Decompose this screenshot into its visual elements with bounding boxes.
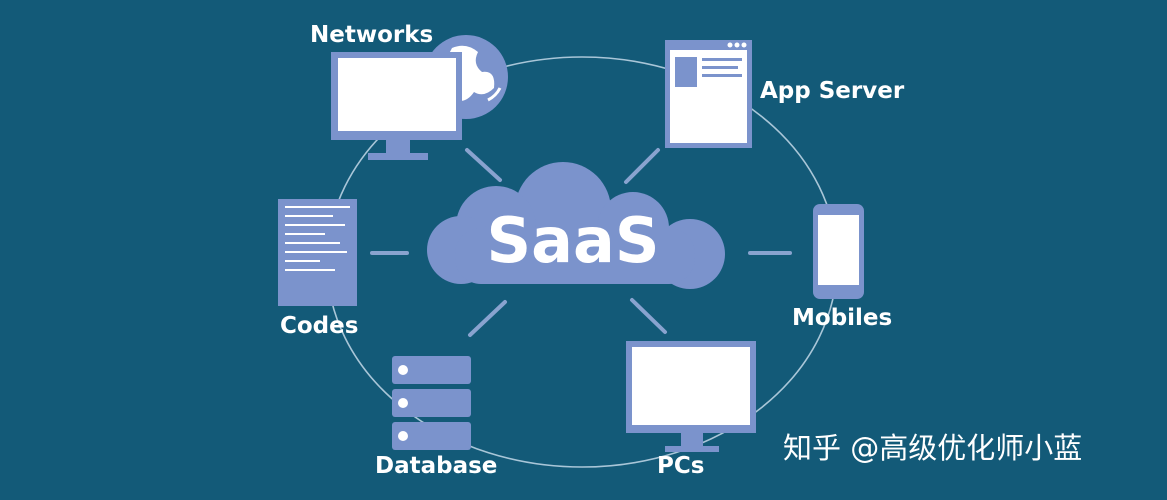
mobile-phone-icon [813,204,864,299]
watermark-text: 知乎 @高级优化师小蓝 [783,431,1083,465]
connector-networks [465,148,502,182]
saas-label: SaaS [487,204,660,277]
connectors [370,148,792,337]
label-pcs: PCs [657,453,705,479]
connector-database [468,300,507,337]
label-app-server: App Server [760,78,905,104]
pc-monitor-icon [626,341,756,452]
app-server-window-icon [665,40,752,148]
database-server-icon [392,356,471,450]
code-document-icon [278,199,357,306]
label-database: Database [375,453,498,479]
label-networks: Networks [310,22,434,48]
networks-monitor-icon [331,52,462,160]
connector-pcs [630,298,667,334]
label-mobiles: Mobiles [792,305,893,331]
label-codes: Codes [280,313,359,339]
saas-cloud [427,162,725,289]
connector-app-server [624,148,660,184]
